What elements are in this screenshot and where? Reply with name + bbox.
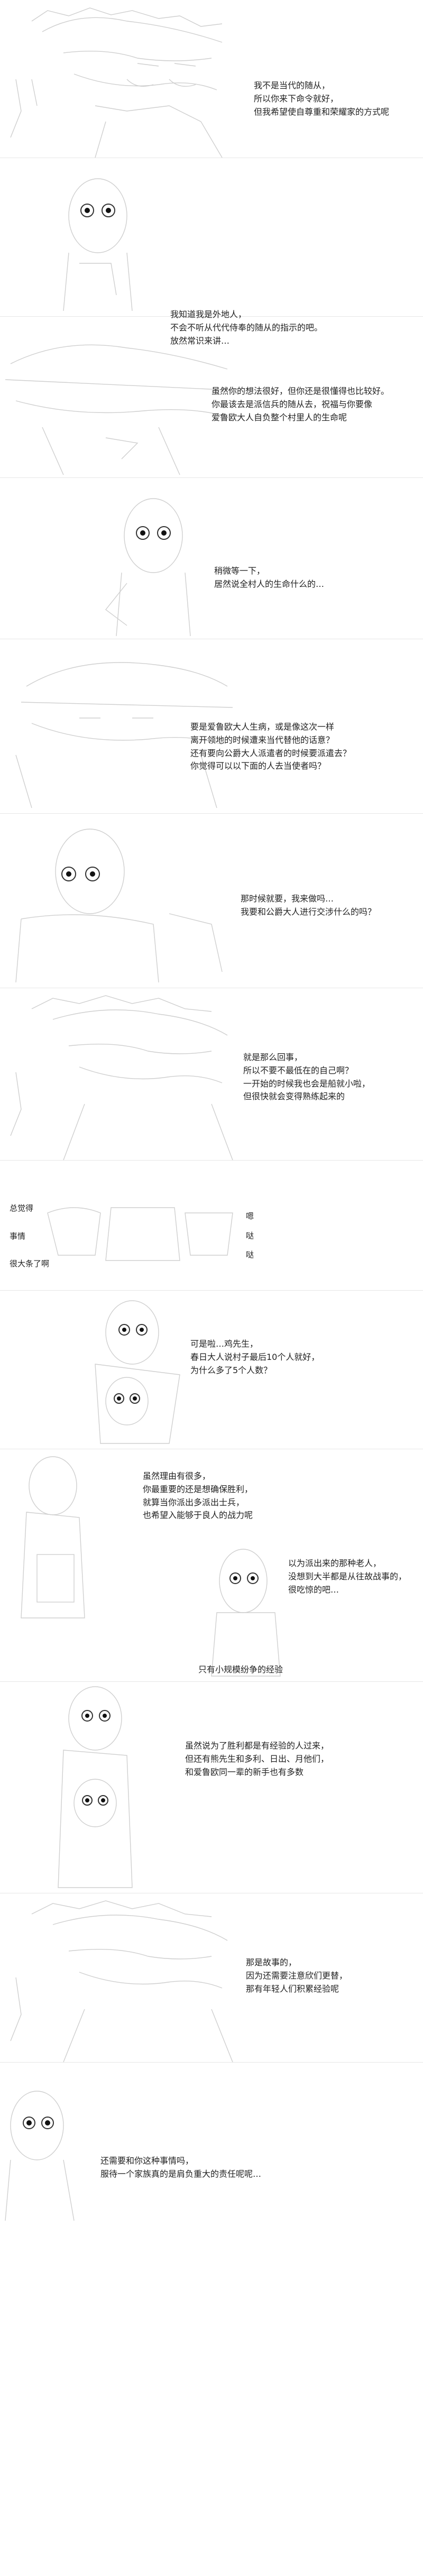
dialogue-line: 那时候就要，我来做吗… bbox=[241, 894, 334, 904]
dialogue-line: 稍微等一下， bbox=[214, 566, 265, 576]
panel-13: 那是故事的， 因为还需要注意欣们更替， 那有年轻人们积累经验呢 bbox=[0, 1893, 423, 2063]
dialogue-line: 居然说全村人的生命什么的… bbox=[214, 578, 325, 589]
dialogue-line: 我不是当代的随从， bbox=[254, 80, 330, 90]
panel-9: 可是啦…鸡先生， 春日大人说村子最后10个人就好， 为什么多了5个人数？ bbox=[0, 1290, 423, 1449]
ascii-art-character bbox=[10, 1900, 233, 2062]
dialogue-text: 以为派出来的那种老人， 没想到大半都是从往故战事的， 很吃惊的吧… bbox=[288, 1557, 407, 1596]
dialogue-line: 以为派出来的那种老人， bbox=[288, 1558, 382, 1568]
ascii-art-character bbox=[63, 178, 133, 311]
dialogue-line: 你最该去是派信兵的随从去，祝福与你要像 bbox=[212, 399, 373, 409]
dialogue-line: 也希望入能够于良人的战力呢 bbox=[143, 1510, 253, 1521]
panel-14: 还需要和你这种事情吗， 服待一个家族真的是肩负重大的责任呢呢… bbox=[0, 2062, 423, 2576]
ascii-art-characters bbox=[21, 1456, 281, 1677]
panel-10: 虽然理由有很多， 你最重要的还是想确保胜利， 就算当你派出多派出士兵， 也希望入… bbox=[0, 1449, 423, 1682]
dialogue-line: 就是那么回事， bbox=[243, 1052, 303, 1062]
dialogue-text: 要是爱鲁欧大人生病，或是像这次一样 离开领地的时候遭来当代替他的话意？ 还有要向… bbox=[190, 721, 351, 773]
dialogue-text: 那是故事的， 因为还需要注意欣们更替， 那有年轻人们积累经验呢 bbox=[246, 1956, 347, 1995]
dialogue-line: 因为还需要注意欣们更替， bbox=[246, 1970, 348, 1981]
dialogue-line: 还需要和你这种事情吗， bbox=[100, 2156, 194, 2166]
ascii-art-scene bbox=[47, 1207, 233, 1261]
dialogue-line: 春日大人说村子最后10个人就好， bbox=[190, 1351, 320, 1362]
caption-text: 只有小规模纷争的经验 bbox=[198, 1663, 283, 1677]
dialogue-line: 你最重要的还是想确保胜利， bbox=[143, 1484, 253, 1494]
dialogue-line: 那是故事的， bbox=[246, 1957, 297, 1967]
caption-line: 嗯 bbox=[246, 1211, 254, 1221]
dialogue-line: 我知道我是外地人， bbox=[170, 309, 247, 319]
dialogue-line: 就算当你派出多派出士兵， bbox=[143, 1497, 245, 1507]
dialogue-text: 可是啦…鸡先生， 春日大人说村子最后10个人就好， 为什么多了5个人数？ bbox=[190, 1338, 319, 1377]
panel-8: 总觉得 事情 很大条了啊 嗯 哒 哒 bbox=[0, 1160, 423, 1291]
dialogue-line: 但我希望使自尊重和荣耀家的方式呢 bbox=[254, 106, 390, 117]
dialogue-text: 那时候就要，我来做吗… 我要和公爵大人进行交涉什么的吗？ bbox=[241, 893, 376, 919]
ascii-art-character bbox=[105, 498, 191, 637]
dialogue-line: 可是啦…鸡先生， bbox=[190, 1339, 259, 1349]
dialogue-line: 放然常识来讲… bbox=[170, 335, 230, 346]
ascii-art-characters bbox=[58, 1686, 133, 1888]
dialogue-line: 虽然说为了胜利都是有经验的人过来， bbox=[185, 1741, 329, 1751]
panel-4: 稍微等一下， 居然说全村人的生命什么的… bbox=[0, 477, 423, 639]
left-caption: 总觉得 事情 很大条了啊 bbox=[10, 1202, 49, 1270]
ascii-art-character bbox=[10, 7, 223, 158]
dialogue-text: 稍微等一下， 居然说全村人的生命什么的… bbox=[214, 565, 324, 591]
ascii-art-character bbox=[10, 995, 233, 1160]
dialogue-line: 服待一个家族真的是肩负重大的责任呢呢… bbox=[100, 2168, 262, 2179]
caption-line: 很大条了啊 bbox=[10, 1259, 50, 1268]
dialogue-line: 离开领地的时候遭来当代替他的话意？ bbox=[190, 734, 335, 745]
dialogue-line: 但还有熊先生和多利、日出、月他们， bbox=[185, 1753, 329, 1764]
dialogue-line: 还有要向公爵大人派遣者的时候要派遣去？ bbox=[190, 748, 352, 758]
dialogue-line: 所以你来下命令就好， bbox=[254, 93, 339, 104]
dialogue-line: 很吃惊的吧… bbox=[288, 1584, 339, 1595]
dialogue-text: 虽然说为了胜利都是有经验的人过来， 但还有熊先生和多利、日出、月他们， 和爱鲁欧… bbox=[185, 1740, 329, 1779]
dialogue-text: 虽然你的想法很好，但你还是很懂得也比较好。 你最该去是派信兵的随从去，祝福与你要… bbox=[212, 385, 389, 424]
caption-line: 只有小规模纷争的经验 bbox=[198, 1664, 283, 1675]
dialogue-text: 虽然理由有很多， 你最重要的还是想确保胜利， 就算当你派出多派出士兵， 也希望入… bbox=[143, 1470, 253, 1522]
caption-line: 哒 bbox=[246, 1250, 254, 1259]
ascii-art-character bbox=[5, 344, 233, 475]
dialogue-line: 虽然你的想法很好，但你还是很懂得也比较好。 bbox=[212, 386, 390, 396]
dialogue-text: 我不是当代的随从， 所以你来下命令就好， 但我希望使自尊重和荣耀家的方式呢 bbox=[254, 79, 389, 118]
caption-line: 事情 bbox=[10, 1231, 26, 1241]
dialogue-line: 虽然理由有很多， bbox=[143, 1471, 211, 1481]
panel-12: 虽然说为了胜利都是有经验的人过来， 但还有熊先生和多利、日出、月他们， 和爱鲁欧… bbox=[0, 1681, 423, 1893]
caption-line: 哒 bbox=[246, 1230, 254, 1240]
dialogue-line: 你觉得可以以下面的人去当使者吗？ bbox=[190, 761, 326, 771]
dialogue-line: 但很快就会变得熟练起来的 bbox=[243, 1091, 345, 1102]
dialogue-line: 那有年轻人们积累经验呢 bbox=[246, 1983, 339, 1994]
panel-3: 虽然你的想法很好，但你还是很懂得也比较好。 你最该去是派信兵的随从去，祝福与你要… bbox=[0, 316, 423, 478]
dialogue-line: 和爱鲁欧同一辈的新手也有多数 bbox=[185, 1767, 304, 1777]
panel-7: 就是那么回事， 所以不要不最低在的自己啊？ 一开始的时候我也会是船就小啦， 但很… bbox=[0, 988, 423, 1161]
dialogue-line: 我要和公爵大人进行交涉什么的吗？ bbox=[241, 906, 376, 917]
ascii-art-characters bbox=[95, 1300, 180, 1444]
ascii-art-character bbox=[5, 2091, 75, 2221]
right-caption: 嗯 哒 哒 bbox=[246, 1210, 254, 1261]
dialogue-line: 所以不要不最低在的自己啊？ bbox=[243, 1065, 354, 1075]
dialogue-text: 还需要和你这种事情吗， 服待一个家族真的是肩负重大的责任呢呢… bbox=[100, 2155, 261, 2181]
dialogue-line: 要是爱鲁欧大人生病，或是像这次一样 bbox=[190, 722, 335, 732]
panel-2-dialogue: 我知道我是外地人， 不会不听从代代侍奉的随从的指示的吧。 放然常识来讲… bbox=[170, 308, 323, 347]
dialogue-line: 一开始的时候我也会是船就小啦， bbox=[243, 1078, 371, 1089]
dialogue-line: 为什么多了5个人数？ bbox=[190, 1365, 272, 1375]
dialogue-text: 就是那么回事， 所以不要不最低在的自己啊？ 一开始的时候我也会是船就小啦， 但很… bbox=[243, 1051, 370, 1103]
ascii-art-character bbox=[15, 662, 233, 808]
panel-6: 那时候就要，我来做吗… 我要和公爵大人进行交涉什么的吗？ bbox=[0, 813, 423, 988]
panel-2 bbox=[0, 158, 423, 317]
dialogue-line: 不会不听从代代侍奉的随从的指示的吧。 bbox=[170, 322, 323, 333]
ascii-art-character bbox=[15, 829, 223, 983]
panel-5: 要是爱鲁欧大人生病，或是像这次一样 离开领地的时候遭来当代替他的话意？ 还有要向… bbox=[0, 639, 423, 814]
panel-1: 我不是当代的随从， 所以你来下命令就好， 但我希望使自尊重和荣耀家的方式呢 bbox=[0, 0, 423, 158]
dialogue-line: 没想到大半都是从往故战事的， bbox=[288, 1571, 407, 1581]
dialogue-line: 爱鲁欧大人自负整个村里人的生命呢 bbox=[212, 412, 347, 422]
caption-line: 总觉得 bbox=[10, 1203, 34, 1213]
